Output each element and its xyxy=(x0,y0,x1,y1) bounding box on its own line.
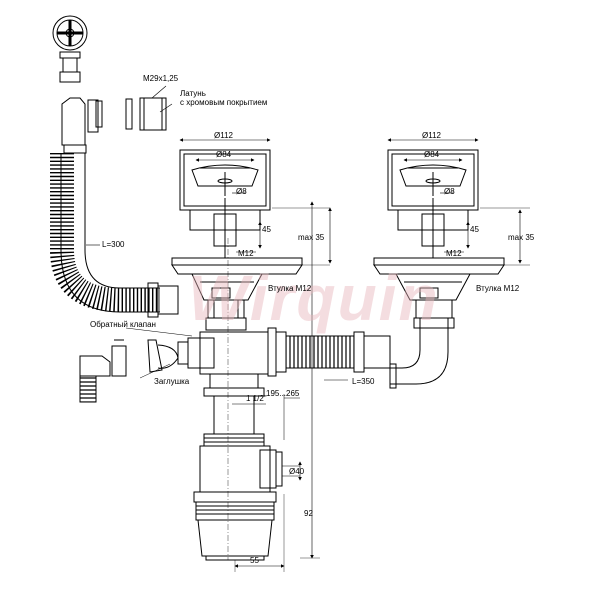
right-h-45: 45 xyxy=(470,225,479,234)
bottle-trap xyxy=(193,201,348,572)
right-d-inner: Ø84 xyxy=(424,150,440,159)
right-max: max 35 xyxy=(508,233,535,242)
left-d-outer: Ø112 xyxy=(214,131,234,140)
left-max: max 35 xyxy=(298,233,325,242)
outlet-thread-dim: 1 1/2" xyxy=(246,394,267,403)
brass-nut xyxy=(95,85,173,131)
right-sleeve: Втулка M12 xyxy=(476,284,520,293)
watermark-text: Wirquin xyxy=(188,262,440,334)
left-bolt: M12 xyxy=(238,249,254,258)
height-dim: 92 xyxy=(304,509,313,518)
strainer-right xyxy=(373,138,530,385)
left-d-inner: Ø84 xyxy=(216,150,232,159)
check-valve-label: Обратный клапан xyxy=(90,320,156,329)
adjust-range-dim: 195...265 xyxy=(266,389,300,398)
left-h-45: 45 xyxy=(262,225,271,234)
trap-outlet-dim: Ø40 xyxy=(289,467,305,476)
right-d-stem: Ø8 xyxy=(444,187,455,196)
hose-left-label: L=300 xyxy=(102,240,125,249)
width-dim: 55 xyxy=(250,556,259,565)
right-d-outer: Ø112 xyxy=(422,131,442,140)
strainer-left xyxy=(171,138,330,331)
overflow-hose xyxy=(50,97,179,318)
center-connector xyxy=(177,327,397,397)
side-parts xyxy=(79,327,193,403)
hose-center-label: L=350 xyxy=(352,377,375,386)
left-sleeve: Втулка M12 xyxy=(268,284,312,293)
material-label-1: Латунь xyxy=(180,89,206,98)
material-label-2: с хромовым покрытием xyxy=(180,98,267,107)
thread-label: M29x1,25 xyxy=(143,74,179,83)
plug-label: Заглушка xyxy=(154,377,190,386)
overflow-grate xyxy=(52,15,88,83)
right-bolt: M12 xyxy=(446,249,462,258)
left-d-stem: Ø8 xyxy=(236,187,247,196)
